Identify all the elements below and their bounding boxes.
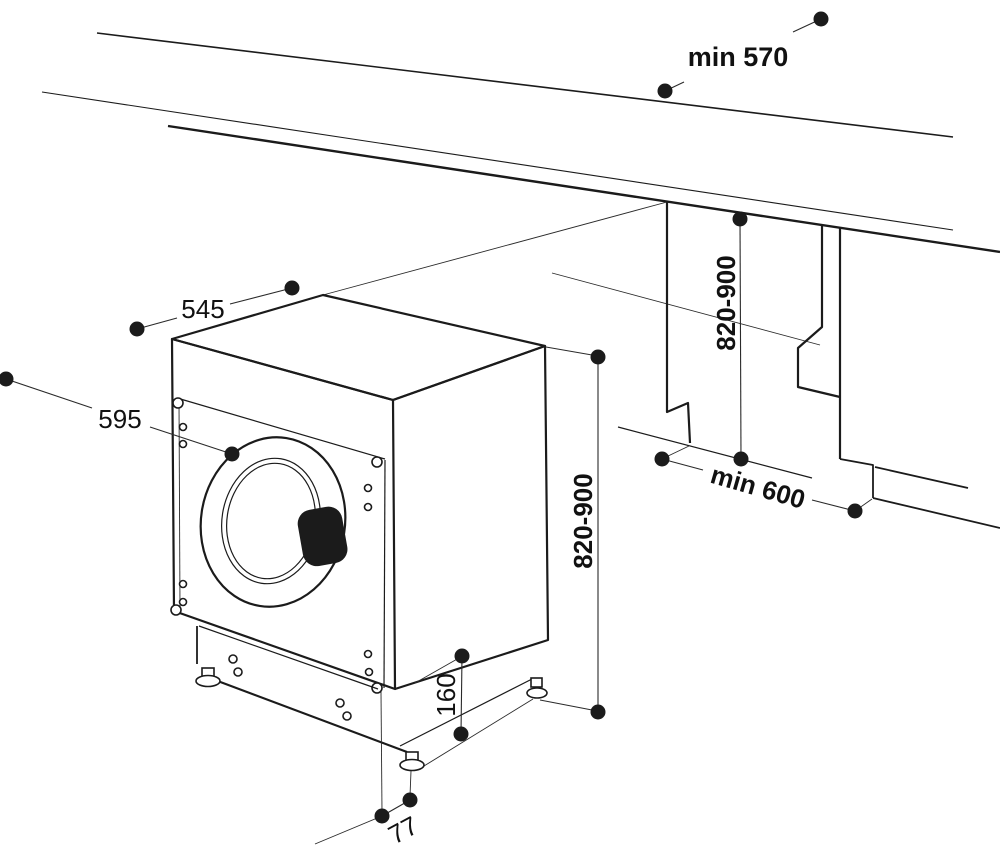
dimension-endpoint-dot <box>402 792 418 808</box>
machine-right-face <box>392 344 550 691</box>
screw-hole <box>363 483 373 493</box>
wall-back-line <box>96 32 954 138</box>
dimension-endpoint-dot <box>654 451 670 467</box>
dimension-machine-width: 595 <box>0 371 240 462</box>
machine-top-face <box>170 293 547 402</box>
dimension-endpoint-dot <box>590 704 606 720</box>
dimension-endpoint-dot <box>590 349 606 365</box>
counter-front-edge <box>167 124 1000 254</box>
dimension-counter-depth: min 570 <box>657 11 829 99</box>
dimension-endpoint-dot <box>374 808 390 824</box>
screw-hole <box>228 654 238 664</box>
right-cabinet-floor-line <box>872 497 1000 529</box>
right-cabinet-plinth-top <box>874 466 969 489</box>
dimension-endpoint-dot <box>224 446 240 462</box>
dimension-label-machine-depth: 545 <box>181 294 224 324</box>
screw-hole <box>335 698 345 708</box>
dimension-label-counter-depth: min 570 <box>688 42 789 72</box>
dimension-endpoint-dot <box>813 11 829 27</box>
counter-top-edge <box>41 91 954 231</box>
dimension-machine-depth: 545 <box>129 280 300 337</box>
dimension-line <box>229 287 293 305</box>
dimension-endpoint-dot <box>733 451 749 467</box>
screw-hole <box>233 667 243 677</box>
screw-hole <box>170 604 182 616</box>
niche-left-wall <box>665 202 692 444</box>
dimension-label-niche-width: min 600 <box>707 459 808 515</box>
dimension-plinth-height: 160 <box>414 648 470 742</box>
dimension-label-machine-height: 820-900 <box>568 473 598 568</box>
dimension-leader <box>665 445 690 458</box>
door-handle <box>297 506 348 567</box>
screw-hole <box>178 579 188 589</box>
dimension-leader <box>414 657 460 684</box>
dimension-endpoint-dot <box>847 503 863 519</box>
dimension-line <box>149 426 233 455</box>
dimension-endpoint-dot <box>284 280 300 296</box>
adjustable-foot-left <box>195 667 221 688</box>
niche <box>322 201 1000 529</box>
porthole-door <box>199 436 348 608</box>
dimension-leader <box>539 699 593 711</box>
dimension-leader <box>409 770 412 797</box>
niche-right-wall-notch <box>796 225 841 399</box>
dimension-line <box>5 378 93 409</box>
dimension-label-niche-height: 820-900 <box>711 255 741 350</box>
screw-hole <box>172 397 184 409</box>
front-panel-strip-line <box>176 397 386 460</box>
niche-floor-front-edge <box>617 426 813 479</box>
machine-base <box>195 625 548 772</box>
dimension-endpoint-dot <box>453 726 469 742</box>
screw-hole <box>371 456 383 468</box>
screw-hole <box>363 502 373 512</box>
dimension-line <box>460 655 463 735</box>
dimension-endpoint-dot <box>657 83 673 99</box>
screw-hole <box>178 597 188 607</box>
dimension-endpoint-dot <box>0 371 14 387</box>
screw-hole <box>178 439 188 449</box>
dimension-line <box>739 218 742 460</box>
screw-hole <box>371 682 383 694</box>
countertop <box>41 32 1000 254</box>
side-floor-line <box>423 698 534 767</box>
screw-hole <box>178 422 188 432</box>
screw-hole <box>363 649 373 659</box>
dimension-machine-height: 820-900 <box>539 346 606 720</box>
alignment-guide-line <box>322 201 668 296</box>
dimension-label-machine-width: 595 <box>98 404 141 434</box>
dimension-label-plinth-height: 160 <box>431 673 461 716</box>
right-cabinet-plinth-step <box>839 458 874 498</box>
dimension-niche-height: 820-900 <box>711 211 749 467</box>
screw-holes <box>170 397 383 694</box>
adjustable-foot-front-right <box>399 751 425 772</box>
adjustable-foot-back-right <box>526 677 548 699</box>
front-panel-left-inner-edge <box>178 400 181 610</box>
foot-stem <box>530 677 543 688</box>
kickplate-bottom-edge <box>206 675 408 754</box>
foot-disc <box>399 758 425 772</box>
screw-hole <box>364 667 374 677</box>
dimension-line-extension <box>314 815 383 845</box>
side-plinth-edge <box>399 677 535 747</box>
machine-front-face <box>170 337 397 691</box>
dimension-leader <box>545 346 593 356</box>
dimension-endpoint-dot <box>732 211 748 227</box>
front-panel-right-inner-edge <box>383 459 386 689</box>
screw-hole <box>342 711 352 721</box>
dimension-leader <box>380 691 383 813</box>
base-top-edge <box>198 625 379 690</box>
foot-disc <box>526 687 548 699</box>
washing-machine <box>170 293 550 772</box>
dimension-endpoint-dot <box>129 321 145 337</box>
foot-disc <box>195 674 221 688</box>
back-wall-floor-junction <box>551 272 821 346</box>
dimension-endpoint-dot <box>454 648 470 664</box>
